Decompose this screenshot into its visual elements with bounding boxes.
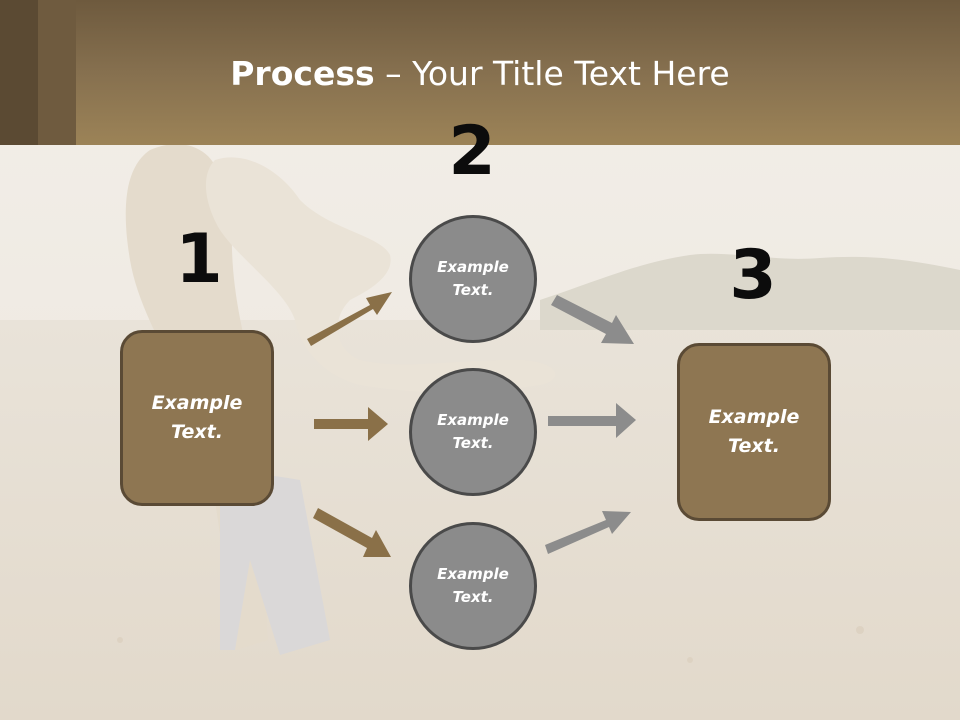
header-band — [0, 0, 960, 145]
step-3-label: Example Text. — [708, 406, 800, 457]
step-number-2: 2 — [448, 112, 496, 191]
circle-top-label: Example Text. — [437, 258, 509, 299]
step-3-box[interactable]: Example Text. — [677, 343, 831, 521]
circle-bottom-label: Example Text. — [437, 565, 509, 606]
title-bold: Process — [230, 54, 375, 93]
step-1-label: Example Text. — [151, 392, 243, 443]
header-accent-dark — [0, 0, 38, 145]
step-2-circle-top[interactable]: Example Text. — [409, 215, 537, 343]
slide-title[interactable]: Process – Your Title Text Here — [0, 52, 960, 96]
step-number-1: 1 — [175, 220, 223, 299]
step-1-box[interactable]: Example Text. — [120, 330, 274, 506]
step-number-3: 3 — [729, 236, 777, 315]
header-accent-mid — [38, 0, 76, 145]
circle-middle-label: Example Text. — [437, 411, 509, 452]
step-2-circle-middle[interactable]: Example Text. — [409, 368, 537, 496]
step-2-circle-bottom[interactable]: Example Text. — [409, 522, 537, 650]
title-rest: – Your Title Text Here — [374, 54, 730, 93]
